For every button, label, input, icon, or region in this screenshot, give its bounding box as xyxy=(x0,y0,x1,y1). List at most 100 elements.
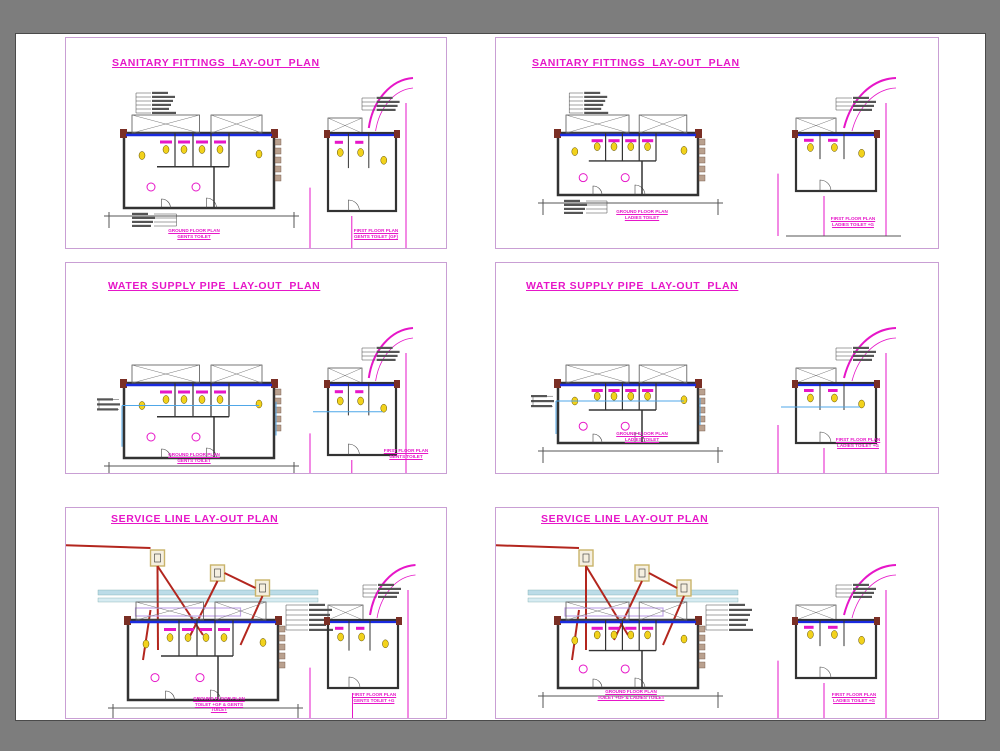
annotation-note xyxy=(853,100,876,103)
floor-plan-drawing xyxy=(66,544,416,718)
brick-pattern xyxy=(278,634,286,642)
floor-trap xyxy=(578,421,588,431)
brick-pattern xyxy=(698,643,706,651)
wash-basin xyxy=(828,625,838,629)
annotation-note xyxy=(584,95,608,98)
annotation-note xyxy=(853,96,869,99)
column xyxy=(396,617,402,625)
wc-fixture xyxy=(184,633,192,642)
column xyxy=(874,130,880,138)
urinal-fixture xyxy=(571,147,579,156)
brick-pattern xyxy=(274,388,282,396)
wash-basin xyxy=(828,389,838,392)
brick-pattern xyxy=(278,661,286,669)
wash-basin xyxy=(200,628,212,631)
column xyxy=(874,617,880,625)
annotation-note xyxy=(132,220,153,223)
annotation-note xyxy=(729,608,752,611)
floor-trap xyxy=(620,173,630,183)
urinal-fixture xyxy=(255,399,263,409)
wc-fixture xyxy=(180,145,188,154)
wc-fixture xyxy=(807,143,814,152)
inspection-chamber xyxy=(578,549,594,567)
roof-hatch xyxy=(795,367,837,384)
annotation-note xyxy=(853,346,869,349)
service-pipe xyxy=(224,572,256,589)
brick-pattern xyxy=(274,415,282,423)
roof-arc xyxy=(367,77,414,129)
wc-fixture xyxy=(216,395,224,404)
column xyxy=(394,130,400,138)
wc-fixture xyxy=(610,142,618,151)
column xyxy=(271,129,278,138)
column xyxy=(271,379,278,388)
wc-fixture xyxy=(382,639,389,649)
annotation-note xyxy=(309,608,332,611)
column xyxy=(554,616,561,625)
roof-arc xyxy=(843,327,897,379)
annotation-note xyxy=(584,111,609,114)
roof-slab xyxy=(214,601,267,621)
inspection-chamber xyxy=(680,583,688,593)
column xyxy=(792,617,798,625)
annotation-note xyxy=(309,623,326,626)
annotation-note xyxy=(853,354,874,357)
annotation-note xyxy=(853,108,872,111)
outer-wall xyxy=(794,381,878,445)
wash-basin xyxy=(804,138,814,142)
annotation-note xyxy=(376,354,398,357)
wash-basin xyxy=(625,626,637,630)
urinal-fixture xyxy=(571,636,579,645)
entry-door xyxy=(634,677,646,689)
urinal-fixture xyxy=(138,151,146,160)
roof-hatch xyxy=(565,601,630,621)
wash-basin xyxy=(608,389,620,392)
annotation-note xyxy=(564,199,580,202)
outer-wall xyxy=(122,131,276,210)
annotation-note xyxy=(376,358,396,361)
brick-pattern xyxy=(278,625,286,633)
entry-door xyxy=(348,443,360,456)
service-duct xyxy=(527,589,739,596)
panel-service-right: SERVICE LINE LAY-OUT PLAN GROUND FLOOR P… xyxy=(495,507,939,719)
column xyxy=(695,379,702,388)
panel-title: SERVICE LINE LAY-OUT PLAN xyxy=(111,513,279,525)
wc-fixture xyxy=(627,391,635,401)
annotation-note xyxy=(853,350,876,353)
annotation-note xyxy=(584,91,601,94)
service-pipe xyxy=(648,572,678,589)
roof-arc xyxy=(851,87,897,132)
floor-plan-drawing xyxy=(531,327,897,473)
entry-door xyxy=(592,678,603,689)
roof-hatch xyxy=(327,367,363,384)
roof-hatch xyxy=(210,114,263,134)
wash-basin xyxy=(591,626,603,630)
annotation-note xyxy=(309,628,333,631)
annotation-note xyxy=(584,99,606,102)
wc-fixture xyxy=(357,396,364,406)
urinal-fixture xyxy=(680,146,688,155)
entry-door xyxy=(592,433,603,444)
panel-service-left: SERVICE LINE LAY-OUT PLAN GROUND FLOOR P… xyxy=(65,507,447,719)
annotation-note xyxy=(853,358,872,361)
annotation-note xyxy=(853,591,874,594)
drawing-sheet: SANITARY FITTINGS LAY-OUT PLAN GROUND FL… xyxy=(15,33,986,721)
column xyxy=(275,616,282,625)
inspection-chamber xyxy=(154,553,161,563)
inspection-chamber xyxy=(582,553,590,563)
entry-door xyxy=(210,689,221,701)
wc-fixture xyxy=(831,393,838,403)
roof-slab xyxy=(638,114,688,134)
annotation-note xyxy=(132,224,151,227)
brick-pattern xyxy=(274,424,282,432)
floor-plan-drawing xyxy=(496,544,897,718)
wash-basin xyxy=(642,139,654,143)
brick-pattern xyxy=(698,174,706,182)
wc-fixture xyxy=(358,632,365,642)
roof-hatch xyxy=(131,114,200,134)
wc-fixture xyxy=(337,632,344,642)
